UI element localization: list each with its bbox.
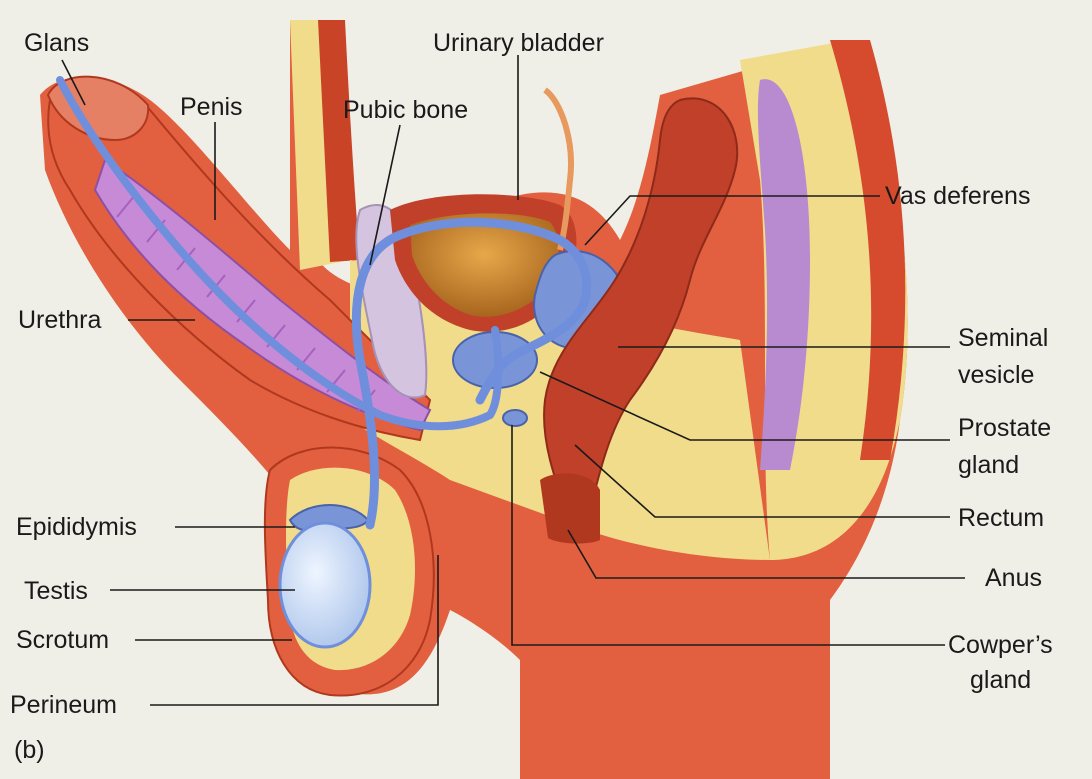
label-urethra: Urethra xyxy=(18,305,101,335)
figure-tag: (b) xyxy=(14,735,45,765)
cowpers-gland-tissue xyxy=(503,410,527,426)
label-penis: Penis xyxy=(180,92,243,122)
label-seminal-vesicle-line2: vesicle xyxy=(958,360,1034,390)
label-perineum: Perineum xyxy=(10,690,117,720)
label-pubic-bone: Pubic bone xyxy=(343,95,468,125)
label-anus: Anus xyxy=(985,563,1042,593)
label-urinary-bladder: Urinary bladder xyxy=(433,28,604,58)
label-vas-deferens: Vas deferens xyxy=(885,181,1030,211)
label-testis: Testis xyxy=(24,576,88,606)
label-epididymis: Epididymis xyxy=(16,512,137,542)
label-prostate-gland-line1: Prostate xyxy=(958,413,1051,443)
label-glans: Glans xyxy=(24,28,89,58)
label-cowpers-gland-line2: gland xyxy=(970,665,1031,695)
label-seminal-vesicle-line1: Seminal xyxy=(958,323,1048,353)
label-cowpers-gland-line1: Cowper’s xyxy=(948,630,1053,660)
testis-tissue xyxy=(280,523,370,647)
label-rectum: Rectum xyxy=(958,503,1044,533)
label-scrotum: Scrotum xyxy=(16,625,109,655)
label-prostate-gland-line2: gland xyxy=(958,450,1019,480)
